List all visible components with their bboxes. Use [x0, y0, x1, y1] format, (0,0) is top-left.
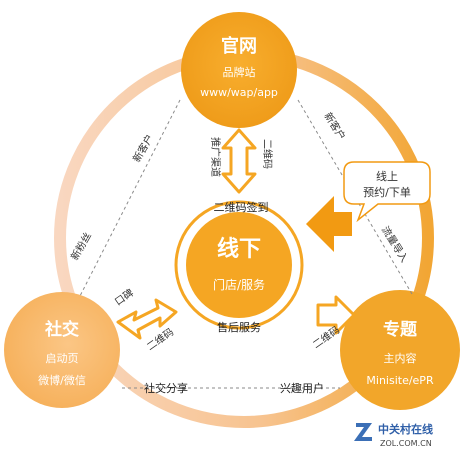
left-node-line1: 启动页 [46, 352, 79, 365]
callout-line2: 预约/下单 [363, 186, 411, 199]
left-node-title: 社交 [44, 319, 79, 340]
callout-bubble [343, 161, 431, 223]
label-qr-checkin: 二维码签到 [214, 200, 269, 214]
left-double-arrow [116, 298, 178, 340]
watermark: 中关村在线 ZOL.COM.CN [354, 422, 433, 448]
label-traffic-import: 流量导入 [379, 224, 411, 265]
top-node-line1: 品牌站 [223, 65, 256, 79]
label-new-customer-right: 新客户 [322, 110, 349, 142]
right-node [340, 290, 460, 410]
center-node-title: 线下 [217, 236, 261, 262]
top-node [181, 12, 297, 128]
left-node [4, 292, 120, 408]
dashed-line-right [297, 99, 413, 295]
label-promotion-channel: 推广渠道 [209, 137, 222, 177]
vertical-double-arrow [221, 128, 257, 194]
left-node-line2: 微博/微信 [38, 373, 86, 387]
label-qr-code-top: 二维码 [261, 139, 274, 169]
center-node [186, 212, 292, 318]
zol-logo-icon [354, 423, 372, 441]
online-arrow [306, 196, 352, 252]
label-qr-code-right: 二维码 [310, 323, 342, 351]
label-new-customer-left: 新客户 [130, 132, 156, 164]
label-new-fans: 新粉丝 [68, 230, 94, 262]
right-node-line1: 主内容 [384, 351, 417, 365]
top-node-title: 官网 [221, 35, 257, 57]
watermark-brand: 中关村在线 [378, 422, 433, 436]
center-node-line1: 门店/服务 [213, 277, 265, 292]
label-interest-users: 兴趣用户 [280, 381, 324, 395]
right-node-line2: Minisite/ePR [366, 374, 434, 387]
label-social-share: 社交分享 [144, 381, 188, 395]
callout-line1: 线上 [376, 169, 398, 183]
watermark-url: ZOL.COM.CN [380, 439, 432, 448]
top-node-line2: www/wap/app [200, 86, 278, 99]
dashed-line-left [79, 99, 181, 297]
label-qr-code-left: 二维码 [144, 325, 176, 353]
right-node-title: 专题 [383, 319, 418, 340]
label-word-of-mouth: 口碑 [112, 286, 136, 308]
label-after-sales: 售后服务 [217, 320, 261, 334]
right-arrow [316, 295, 356, 335]
